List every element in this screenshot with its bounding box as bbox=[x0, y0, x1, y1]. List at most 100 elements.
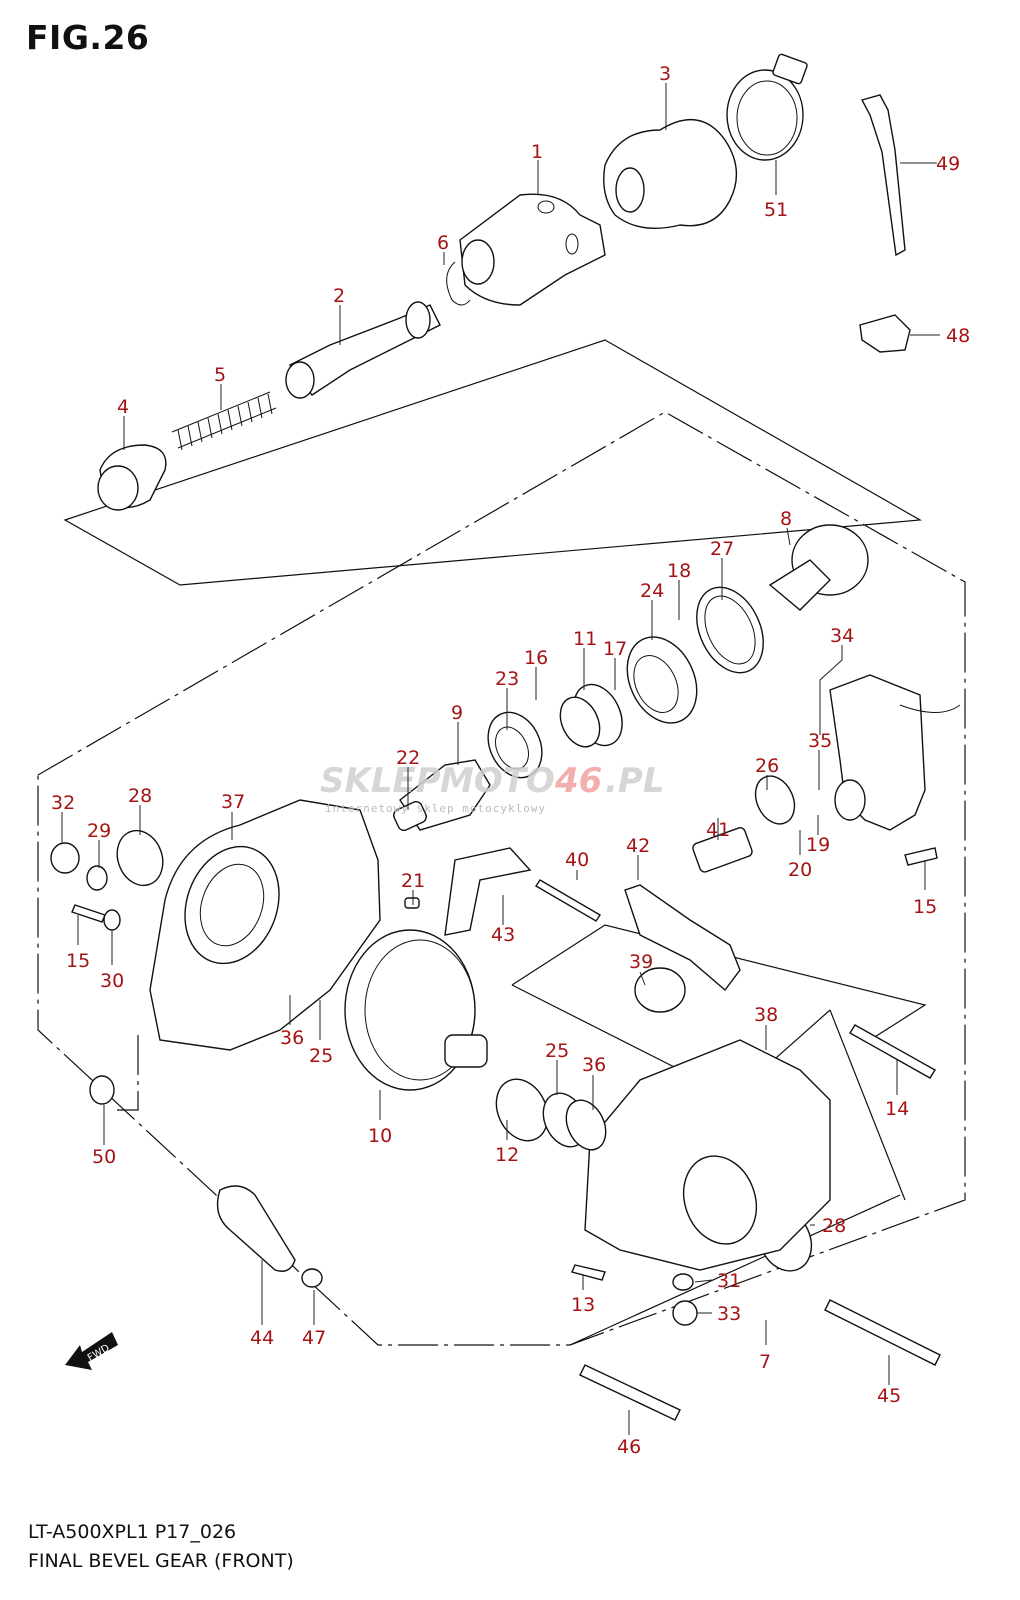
callout-51[interactable]: 51 bbox=[764, 199, 788, 221]
callout-40[interactable]: 40 bbox=[565, 849, 589, 871]
callout-24[interactable]: 24 bbox=[640, 580, 664, 602]
callout-36-left[interactable]: 36 bbox=[280, 1027, 304, 1049]
callouts: 1 2 3 4 5 6 7 8 9 10 11 12 13 14 15 15 1… bbox=[51, 63, 970, 1458]
callout-22[interactable]: 22 bbox=[396, 747, 420, 769]
bolt-part bbox=[71, 904, 106, 923]
forward-arrow-icon: FWD bbox=[65, 1332, 118, 1370]
main-housing-frame bbox=[37, 411, 966, 1346]
callout-16[interactable]: 16 bbox=[524, 647, 548, 669]
washer-part bbox=[86, 865, 108, 891]
callout-43[interactable]: 43 bbox=[491, 924, 515, 946]
callout-5[interactable]: 5 bbox=[214, 364, 226, 386]
bearing-part bbox=[754, 775, 796, 825]
section-title: FINAL BEVEL GEAR (FRONT) bbox=[28, 1550, 294, 1572]
callout-7[interactable]: 7 bbox=[759, 1351, 771, 1373]
watermark-accent: 46 bbox=[554, 761, 602, 801]
boot-part bbox=[216, 1185, 296, 1272]
callout-45[interactable]: 45 bbox=[877, 1385, 901, 1407]
hose-clamp-part bbox=[726, 53, 808, 161]
callout-34[interactable]: 34 bbox=[830, 625, 854, 647]
callout-46[interactable]: 46 bbox=[617, 1436, 641, 1458]
callout-6[interactable]: 6 bbox=[437, 232, 449, 254]
plug-part bbox=[672, 1300, 698, 1326]
callout-19[interactable]: 19 bbox=[806, 834, 830, 856]
callout-42[interactable]: 42 bbox=[626, 835, 650, 857]
callout-27[interactable]: 27 bbox=[710, 538, 734, 560]
callout-9[interactable]: 9 bbox=[451, 702, 463, 724]
callout-12[interactable]: 12 bbox=[495, 1144, 519, 1166]
callout-44[interactable]: 44 bbox=[250, 1327, 274, 1349]
bearing-part bbox=[487, 711, 543, 779]
callout-15-left[interactable]: 15 bbox=[66, 950, 90, 972]
callout-11[interactable]: 11 bbox=[573, 628, 597, 650]
callout-8[interactable]: 8 bbox=[780, 508, 792, 530]
callout-28-left[interactable]: 28 bbox=[128, 785, 152, 807]
callout-48[interactable]: 48 bbox=[946, 325, 970, 347]
shift-fork-part bbox=[444, 847, 532, 936]
rubber-boot-part bbox=[603, 118, 738, 230]
needle-bearing-small-part bbox=[393, 800, 427, 832]
callout-36-right[interactable]: 36 bbox=[582, 1054, 606, 1076]
callout-21[interactable]: 21 bbox=[401, 870, 425, 892]
callout-50[interactable]: 50 bbox=[92, 1146, 116, 1168]
dowel-pin-part bbox=[404, 897, 420, 909]
callout-14[interactable]: 14 bbox=[885, 1098, 909, 1120]
gear-case-part bbox=[149, 799, 381, 1051]
bolt-part bbox=[824, 1299, 941, 1366]
oil-seal-part bbox=[116, 829, 164, 887]
callout-17[interactable]: 17 bbox=[603, 638, 627, 660]
callout-15-right[interactable]: 15 bbox=[913, 896, 937, 918]
leader-lines bbox=[61, 83, 940, 1435]
callout-31[interactable]: 31 bbox=[717, 1270, 741, 1292]
callout-47[interactable]: 47 bbox=[302, 1327, 326, 1349]
callout-10[interactable]: 10 bbox=[368, 1125, 392, 1147]
differential-housing-part bbox=[584, 1039, 831, 1271]
watermark-subtitle: internetowy sklep motocyklowy bbox=[325, 802, 546, 815]
watermark-text: SKLEP bbox=[320, 761, 441, 801]
callout-3[interactable]: 3 bbox=[659, 63, 671, 85]
callout-32[interactable]: 32 bbox=[51, 792, 75, 814]
washer-part bbox=[103, 909, 121, 931]
callout-49[interactable]: 49 bbox=[936, 153, 960, 175]
propeller-shaft-part bbox=[285, 301, 441, 399]
callout-13[interactable]: 13 bbox=[571, 1294, 595, 1316]
watermark-text: .PL bbox=[605, 761, 665, 801]
bolt-part bbox=[904, 847, 938, 866]
bolt-part bbox=[849, 1024, 936, 1079]
callout-20[interactable]: 20 bbox=[788, 859, 812, 881]
left-dash-frame bbox=[115, 1035, 139, 1111]
callout-4[interactable]: 4 bbox=[117, 396, 129, 418]
callout-28-right[interactable]: 28 bbox=[822, 1215, 846, 1237]
callout-39[interactable]: 39 bbox=[629, 951, 653, 973]
callout-38[interactable]: 38 bbox=[754, 1004, 778, 1026]
assembly-frames bbox=[37, 339, 966, 1346]
callout-26[interactable]: 26 bbox=[755, 755, 779, 777]
watermark: SKLEP MOTO 46 .PL internetowy sklep moto… bbox=[320, 761, 665, 815]
callout-23[interactable]: 23 bbox=[495, 668, 519, 690]
oil-seal-part bbox=[696, 586, 764, 674]
callout-30[interactable]: 30 bbox=[100, 970, 124, 992]
callout-25-right[interactable]: 25 bbox=[545, 1040, 569, 1062]
housing-bore bbox=[682, 1155, 758, 1245]
oil-seal-part bbox=[495, 1078, 549, 1142]
callout-29[interactable]: 29 bbox=[87, 820, 111, 842]
callout-35[interactable]: 35 bbox=[808, 730, 832, 752]
callout-1[interactable]: 1 bbox=[531, 141, 543, 163]
callout-37[interactable]: 37 bbox=[221, 791, 245, 813]
actuator-part bbox=[829, 674, 961, 831]
pinion-shaft-part bbox=[768, 524, 869, 611]
differential-part bbox=[344, 929, 488, 1091]
seal-cup-part bbox=[97, 444, 167, 511]
parts bbox=[50, 53, 961, 1421]
shim-part bbox=[565, 1099, 607, 1151]
model-code: LT-A500XPL1 P17_026 bbox=[28, 1521, 237, 1543]
callout-25-left[interactable]: 25 bbox=[309, 1045, 333, 1067]
callout-33[interactable]: 33 bbox=[717, 1303, 741, 1325]
pin-part bbox=[535, 879, 601, 922]
sleeve-part bbox=[634, 967, 686, 1013]
callout-41[interactable]: 41 bbox=[706, 819, 730, 841]
callout-18[interactable]: 18 bbox=[667, 560, 691, 582]
circlip-part bbox=[446, 261, 471, 306]
callout-2[interactable]: 2 bbox=[333, 285, 345, 307]
